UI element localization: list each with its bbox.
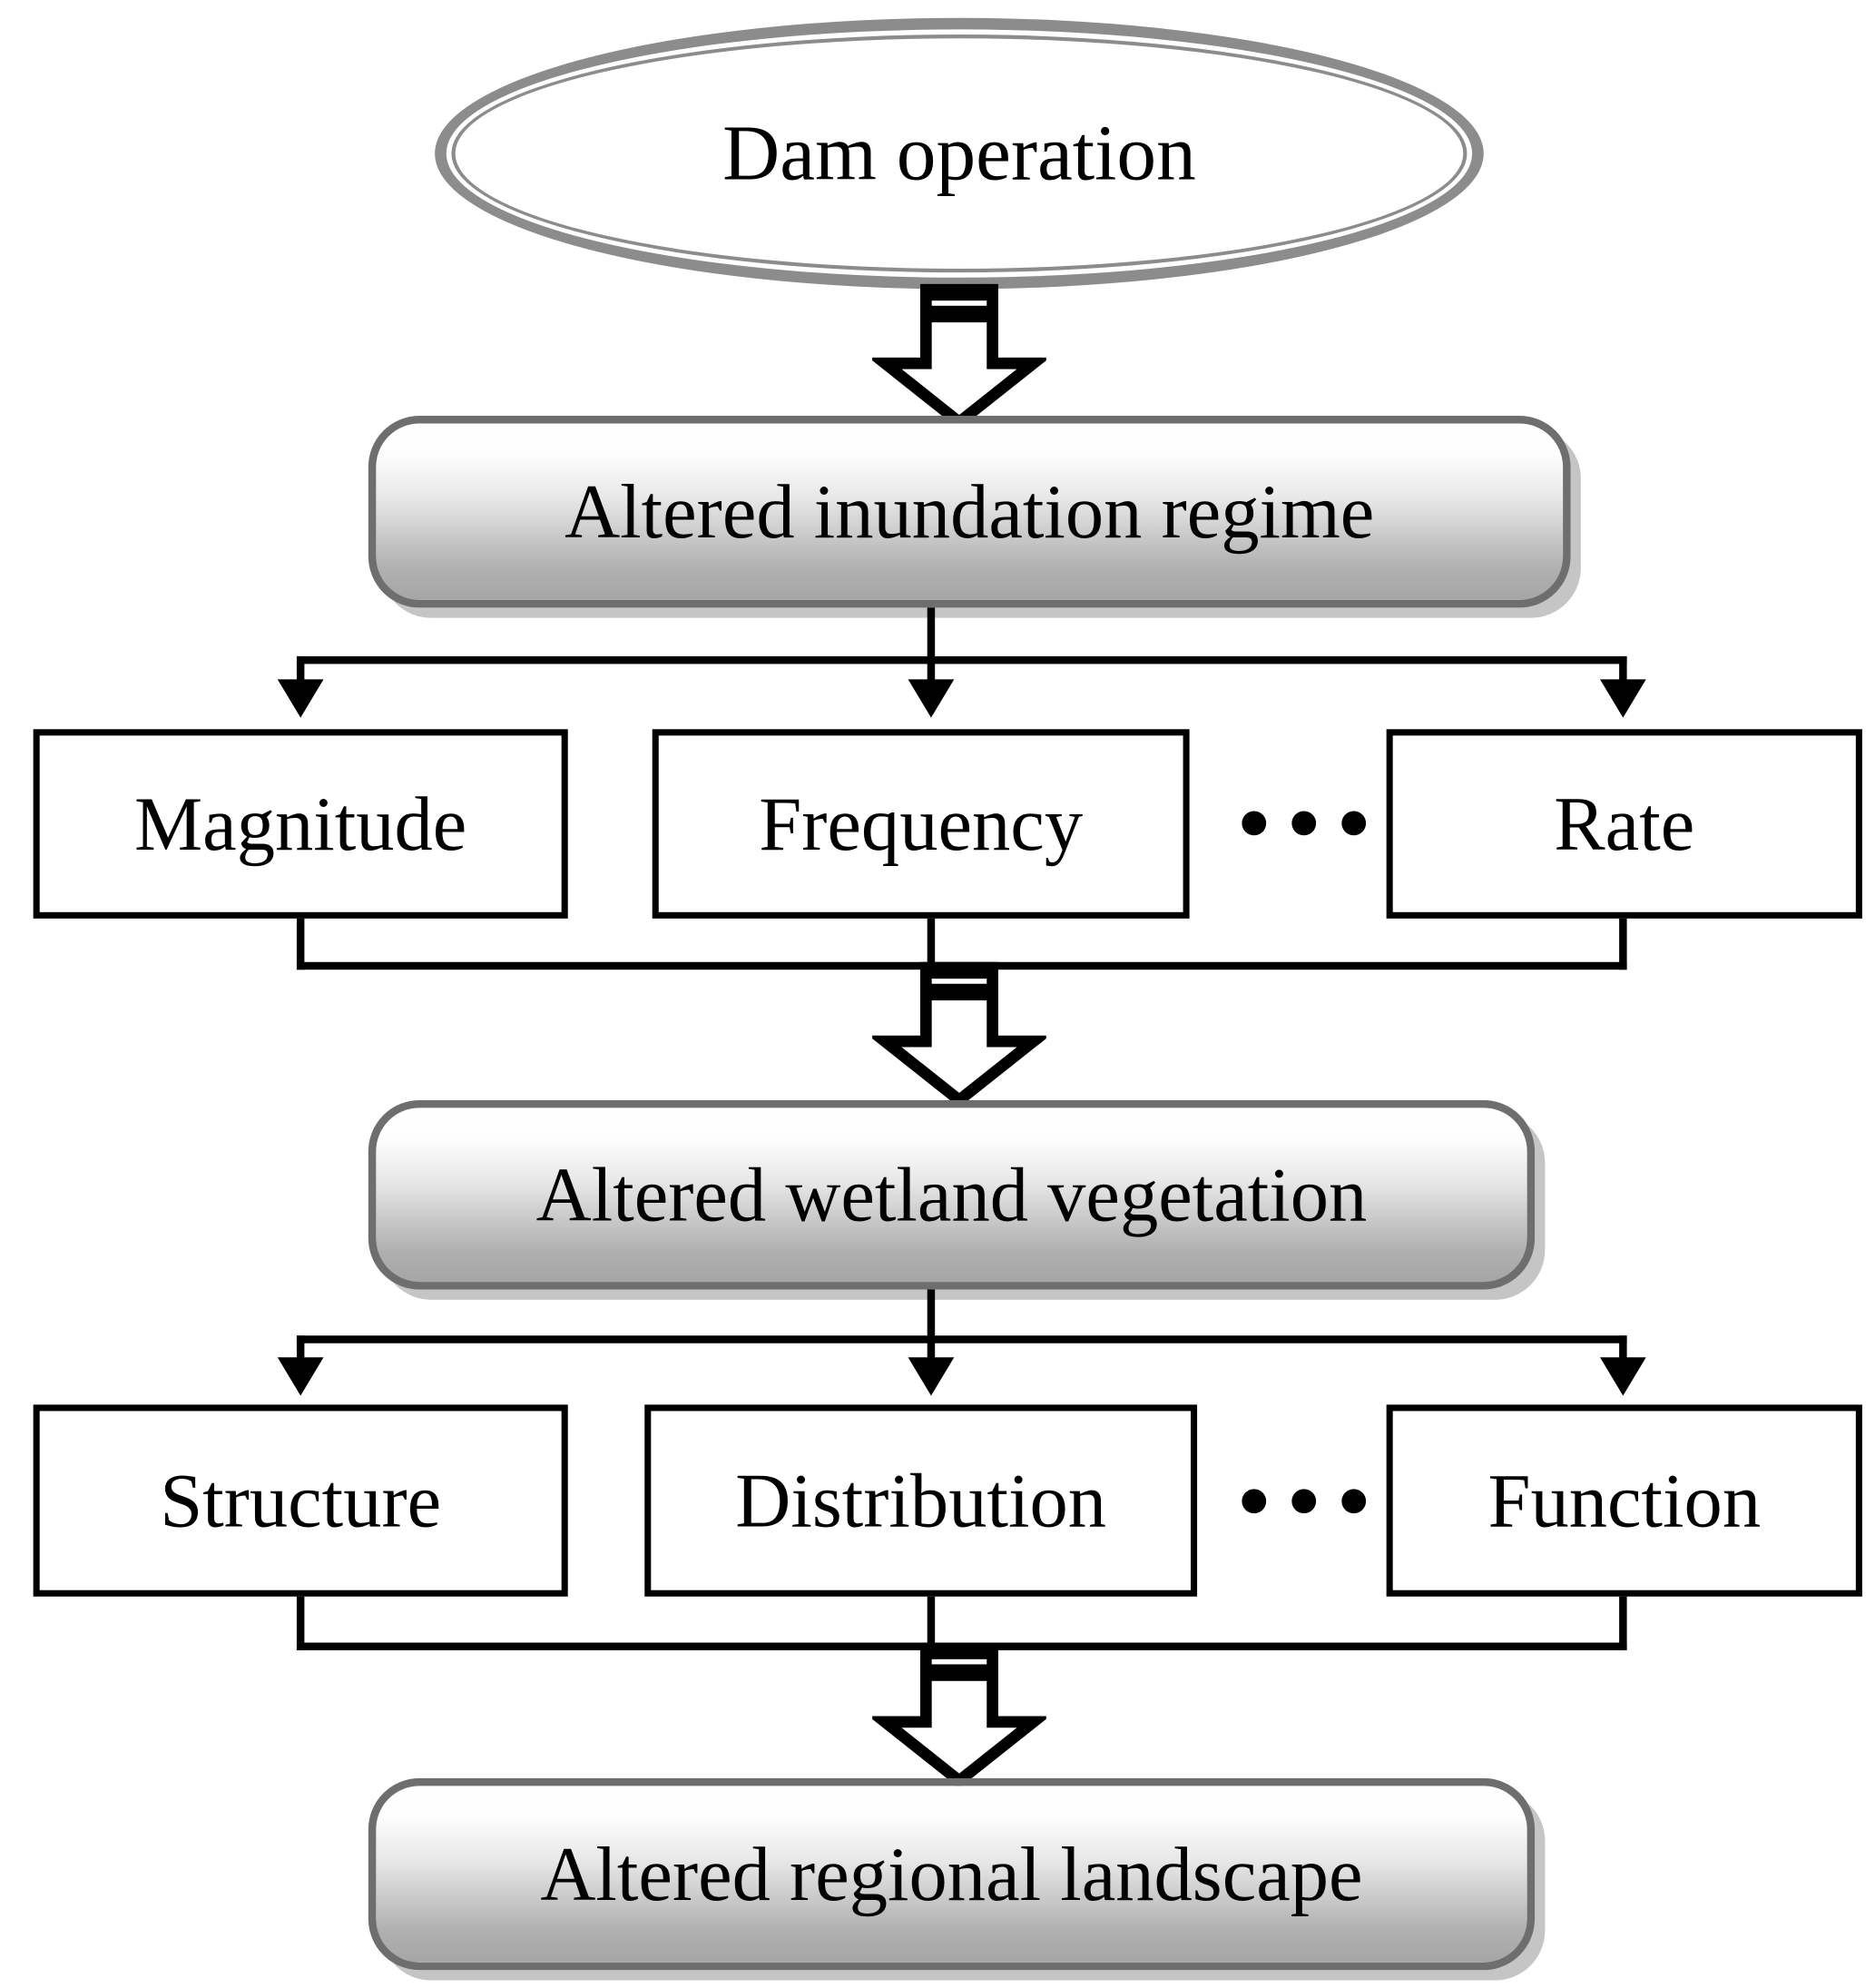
node-altered-wetland-vegetation-label: Altered wetland vegetation	[535, 1152, 1368, 1237]
node-altered-inundation-regime-label: Altered inundation regime	[564, 469, 1375, 555]
arrowhead-rate	[1599, 679, 1646, 718]
connector-rate-down	[1619, 918, 1627, 970]
node-frequency-label: Frequency	[759, 782, 1084, 867]
row2-ellipsis	[1242, 1489, 1367, 1514]
node-distribution-label: Distribution	[735, 1458, 1107, 1543]
node-magnitude[interactable]: Magnitude	[33, 729, 568, 919]
arrowhead-distribution	[908, 1357, 955, 1396]
connector-structure-down	[296, 1596, 305, 1650]
node-structure[interactable]: Structure	[33, 1404, 568, 1597]
node-altered-wetland-vegetation[interactable]: Altered wetland vegetation	[368, 1099, 1536, 1290]
node-rate-label: Rate	[1554, 782, 1695, 867]
arrowhead-magnitude	[277, 679, 324, 718]
connector-stage2-stem	[927, 1289, 936, 1339]
node-rate[interactable]: Rate	[1386, 729, 1862, 919]
node-dam-operation[interactable]: Dam operation	[435, 17, 1484, 290]
block-arrow-row1-to-wetland	[872, 961, 1046, 1106]
connector-row2-merge-stem	[927, 1596, 936, 1650]
connector-row1-merge-stem	[927, 918, 936, 970]
node-distribution[interactable]: Distribution	[644, 1404, 1198, 1597]
connector-stage2-bus	[296, 1335, 1627, 1343]
connector-magnitude-down	[296, 918, 305, 970]
connector-stage1-stem	[927, 607, 936, 662]
node-altered-inundation-regime[interactable]: Altered inundation regime	[368, 416, 1571, 608]
node-dam-operation-label: Dam operation	[722, 110, 1196, 198]
block-arrow-dam-to-inundation	[872, 283, 1046, 428]
block-arrow-row2-to-landscape	[872, 1642, 1046, 1786]
row1-ellipsis	[1242, 811, 1367, 836]
node-altered-regional-landscape-label: Altered regional landscape	[540, 1832, 1363, 1917]
node-altered-regional-landscape[interactable]: Altered regional landscape	[368, 1777, 1536, 1971]
node-function[interactable]: Function	[1386, 1404, 1862, 1597]
node-magnitude-label: Magnitude	[133, 782, 467, 867]
connector-stage1-bus	[296, 655, 1627, 664]
node-frequency[interactable]: Frequency	[652, 729, 1190, 919]
arrowhead-function	[1599, 1357, 1646, 1396]
node-function-label: Function	[1487, 1458, 1762, 1543]
arrowhead-frequency	[908, 679, 955, 718]
connector-function-down	[1619, 1596, 1627, 1650]
node-structure-label: Structure	[160, 1458, 442, 1543]
arrowhead-structure	[277, 1357, 324, 1396]
